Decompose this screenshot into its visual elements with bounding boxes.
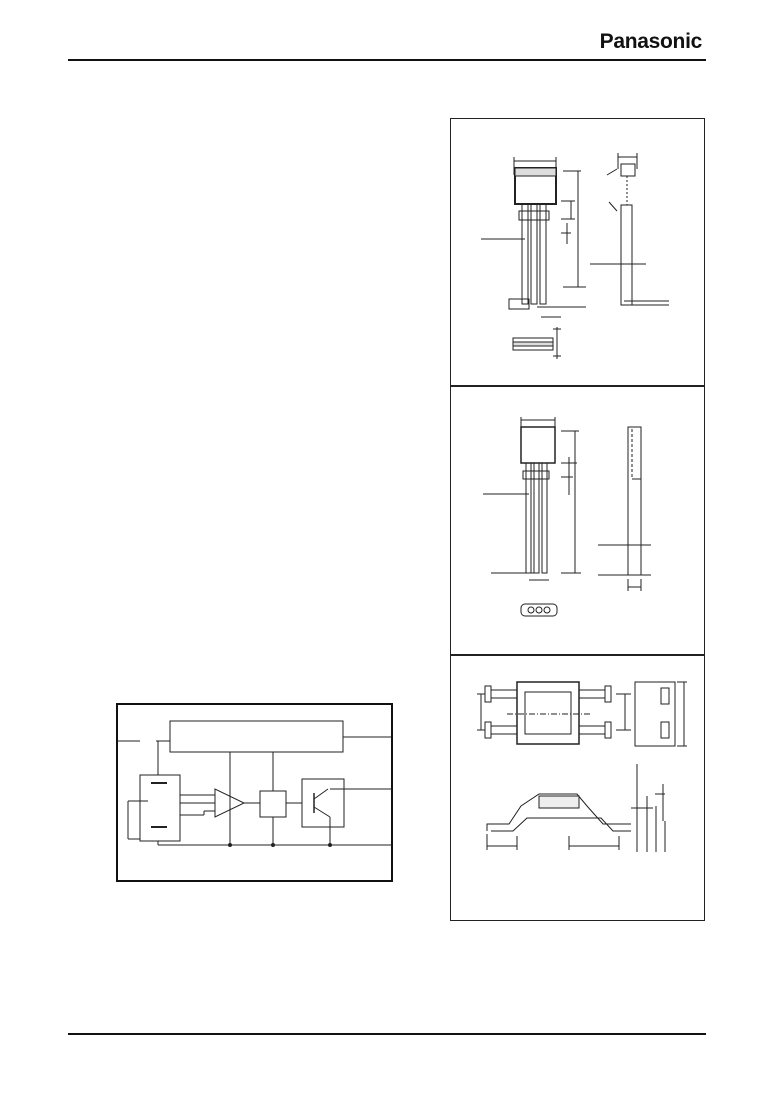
package-drawing-2 xyxy=(451,387,704,655)
block-diagram-svg xyxy=(118,720,391,847)
block-diagram xyxy=(116,703,393,882)
output-transistor-block xyxy=(301,778,345,828)
package-drawing-3-svg xyxy=(477,681,687,852)
package-drawing-2-svg xyxy=(483,417,651,617)
package-drawing-3 xyxy=(451,656,704,920)
hall-element xyxy=(139,774,181,842)
package-divider-1 xyxy=(451,385,704,387)
package-drawings-frame xyxy=(450,118,705,921)
package-divider-2 xyxy=(451,654,704,656)
footer-divider xyxy=(68,1033,706,1035)
brand-logo: Panasonic xyxy=(599,30,703,53)
regulator-block xyxy=(169,720,344,753)
header-divider xyxy=(68,59,706,61)
package-drawing-1 xyxy=(451,119,704,386)
package-drawing-1-svg xyxy=(481,153,669,359)
schmitt-block xyxy=(259,790,287,818)
